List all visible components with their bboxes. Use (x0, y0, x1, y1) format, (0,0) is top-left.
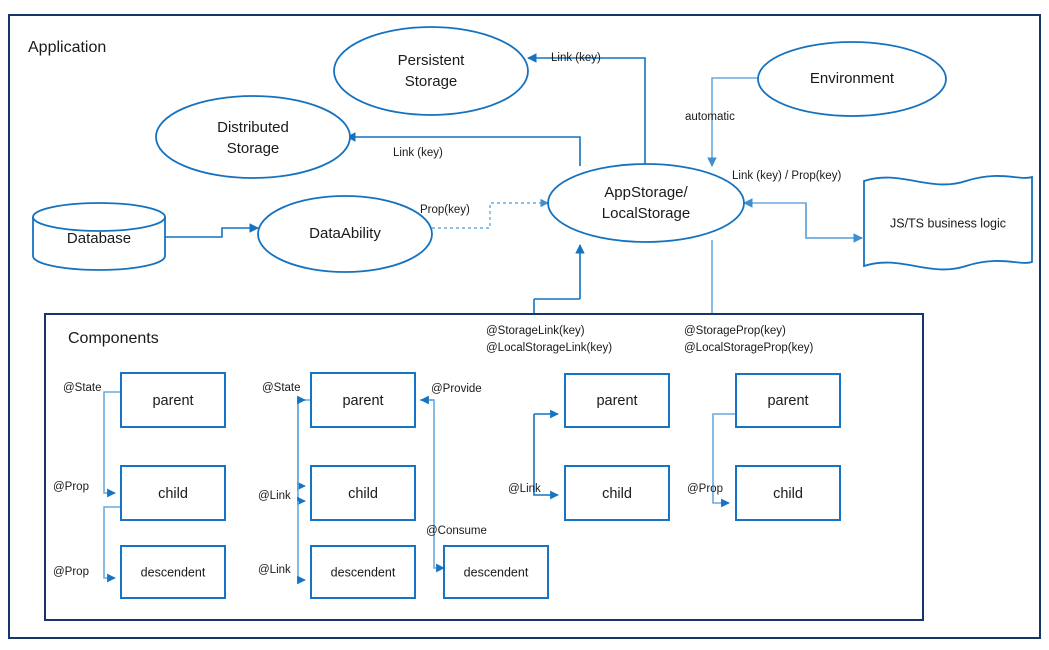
box-g2-child-label: child (348, 486, 378, 502)
label-g2-link-descendent: @Link (258, 564, 291, 576)
label-g3-link: @Link (508, 483, 541, 495)
edge-label-automatic: automatic (685, 111, 735, 123)
node-distributed-storage-label-line1: Distributed (217, 119, 289, 136)
box-g2-parent-label: parent (342, 393, 383, 409)
node-distributed-storage-label-line2: Storage (227, 140, 280, 157)
edge-environment-to-appstorage (707, 77, 758, 167)
node-environment (757, 41, 947, 117)
box-g4-parent (735, 373, 841, 428)
node-dataability-label: DataAbility (309, 225, 381, 242)
box-g3-parent-label: parent (596, 393, 637, 409)
node-appstorage (547, 163, 745, 243)
box-g2-descendent-consume (443, 545, 549, 599)
edge-appstorage-to-persistent-storage (527, 53, 646, 166)
label-g2-state: @State (262, 382, 301, 394)
edge-label-link-prop: Link (key) / Prop(key) (732, 170, 841, 182)
node-persistent-storage (333, 26, 529, 116)
box-g1-parent (120, 372, 226, 428)
box-g3-child (564, 465, 670, 521)
box-g1-descendent-label: descendent (141, 565, 206, 579)
label-g4-prop: @Prop (687, 483, 723, 495)
edge-g3-link-to-child (533, 414, 559, 500)
box-g1-child-label: child (158, 486, 188, 502)
label-g1-state: @State (63, 382, 102, 394)
edge-appstorage-to-businesslogic (805, 203, 863, 243)
edge-label-persistent-link: Link (key) (551, 52, 601, 64)
node-environment-label: Environment (810, 70, 895, 87)
application-title: Application (28, 39, 106, 56)
box-g4-parent-label: parent (767, 393, 808, 409)
edge-g1-parent-to-child (103, 391, 121, 498)
edge-g1-child-to-descendent (103, 506, 121, 583)
label-g2-consume: @Consume (426, 525, 487, 537)
edge-label-storage-link-2: @LocalStorageLink(key) (486, 342, 612, 354)
label-g1-prop-descendent: @Prop (53, 566, 89, 578)
node-distributed-storage (155, 95, 351, 179)
edge-label-storage-link-1: @StorageLink(key) (486, 325, 585, 337)
box-g2-parent (310, 372, 416, 428)
box-g1-child (120, 465, 226, 521)
box-g4-child-label: child (773, 486, 803, 502)
box-g2-child (310, 465, 416, 521)
box-g2-descendent-label: descendent (331, 565, 396, 579)
edge-appstorage-to-distributed-storage (346, 132, 581, 166)
box-g2-descendent (310, 545, 416, 599)
box-g2-descendent-consume-label: descendent (464, 565, 529, 579)
edge-label-prop-key: Prop(key) (420, 204, 470, 216)
edge-label-storage-prop-1: @StorageProp(key) (684, 325, 786, 337)
node-business-logic (863, 175, 1033, 271)
label-g1-prop-child: @Prop (53, 481, 89, 493)
node-database (32, 202, 166, 271)
box-g3-child-label: child (602, 486, 632, 502)
box-g4-child (735, 465, 841, 521)
node-dataability (257, 195, 433, 273)
label-g2-provide: @Provide (431, 383, 482, 395)
box-g1-descendent (120, 545, 226, 599)
node-business-logic-label: JS/TS business logic (890, 216, 1006, 230)
edge-label-distributed-link: Link (key) (393, 147, 443, 159)
edge-database-to-dataability (165, 223, 259, 238)
node-appstorage-label-line1: AppStorage/ (604, 184, 688, 201)
node-appstorage-label-line2: LocalStorage (602, 205, 690, 222)
box-g3-parent (564, 373, 670, 428)
edge-label-storage-prop-2: @LocalStorageProp(key) (684, 342, 813, 354)
edge-g4-parent-to-child (712, 413, 736, 508)
label-g2-link-child: @Link (258, 490, 291, 502)
edge-g2-link-to-descendent (297, 501, 306, 585)
node-persistent-storage-label-line1: Persistent (398, 52, 466, 69)
node-persistent-storage-label-line2: Storage (405, 73, 458, 90)
node-database-label: Database (67, 230, 131, 247)
components-title: Components (68, 330, 159, 347)
box-g1-parent-label: parent (152, 393, 193, 409)
